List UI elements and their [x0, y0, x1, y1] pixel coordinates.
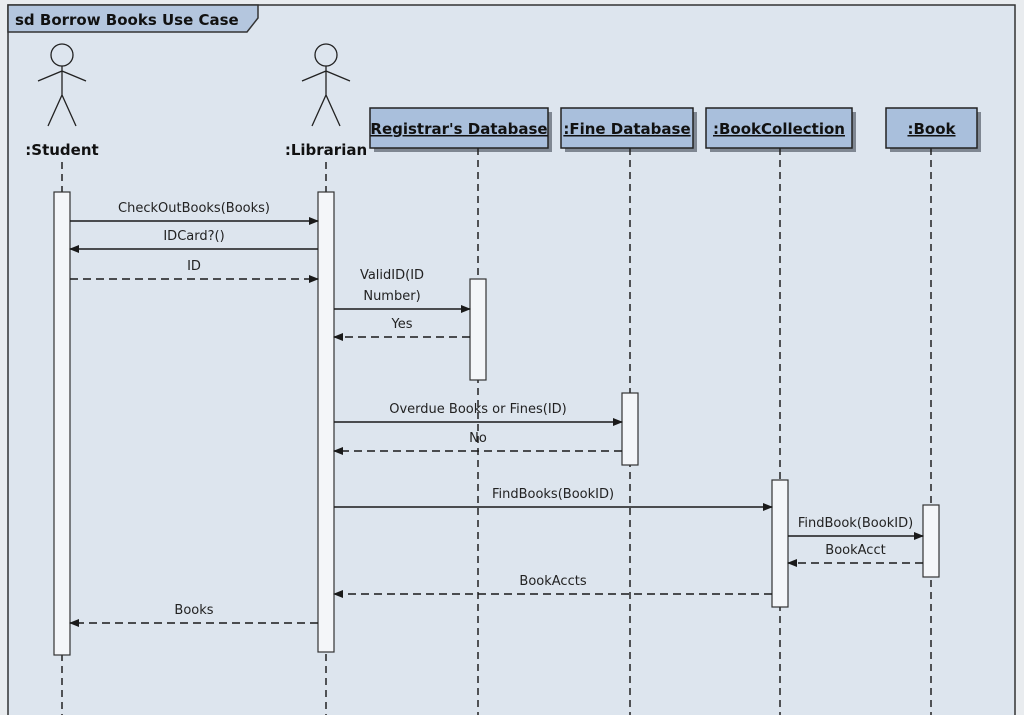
- message-call: FindBooks(BookID): [334, 487, 773, 511]
- participant-librarian: :Librarian: [285, 43, 367, 715]
- message-label: Overdue Books or Fines(ID): [389, 402, 567, 417]
- activation-bar: [771, 479, 789, 608]
- message-label: BookAcct: [825, 543, 885, 558]
- message-call: Overdue Books or Fines(ID): [334, 402, 623, 426]
- message-label: CheckOutBooks(Books): [118, 201, 270, 216]
- diagram-title: sd Borrow Books Use Case: [15, 11, 239, 29]
- message-label: Number): [363, 289, 420, 304]
- frame-title-tab: [7, 4, 259, 33]
- activation-bar: [317, 191, 335, 653]
- message-label: ValidID(ID: [360, 268, 424, 283]
- message-return: Books: [69, 603, 318, 627]
- participant-box: [705, 107, 853, 149]
- participant-name: :Book: [907, 120, 956, 138]
- participant-name: :Fine Database: [563, 120, 690, 138]
- participant-box: [560, 107, 694, 149]
- message-call: CheckOutBooks(Books): [70, 201, 319, 225]
- message-return: No: [333, 431, 622, 455]
- activation-bar: [922, 504, 940, 578]
- participant-student: :Student: [25, 43, 99, 715]
- participant-book: :Book: [885, 107, 981, 715]
- participant-name: :BookCollection: [713, 120, 845, 138]
- message-label: No: [469, 431, 487, 446]
- message-return: BookAcct: [787, 543, 923, 567]
- message-label: ID: [187, 259, 201, 274]
- message-label: BookAccts: [519, 574, 586, 589]
- participant-fine: :Fine Database: [560, 107, 697, 715]
- message-label: FindBooks(BookID): [492, 487, 614, 502]
- participant-name: :Librarian: [285, 141, 367, 159]
- message-label: Yes: [391, 317, 413, 332]
- participant-registrar: Registrar's Database: [369, 107, 552, 715]
- message-label: Books: [174, 603, 213, 618]
- message-return: BookAccts: [333, 574, 772, 598]
- message-return: ID: [70, 259, 319, 283]
- activation-bar: [53, 191, 71, 656]
- actor-figure-icon: [301, 66, 351, 127]
- message-label: IDCard?(): [163, 229, 224, 244]
- participant-name: :Student: [25, 141, 98, 159]
- message-call: FindBook(BookID): [788, 516, 924, 540]
- message-return: Yes: [333, 317, 470, 341]
- message-call: IDCard?(): [69, 229, 318, 253]
- message-label: FindBook(BookID): [798, 516, 913, 531]
- actor-figure-icon: [37, 66, 87, 127]
- message-call: ValidID(ID Number): [334, 268, 471, 313]
- activation-bar: [469, 278, 487, 381]
- participant-collection: :BookCollection: [705, 107, 856, 715]
- activation-bar: [621, 392, 639, 466]
- participant-box: [369, 107, 549, 149]
- participant-name: Registrar's Database: [370, 120, 547, 138]
